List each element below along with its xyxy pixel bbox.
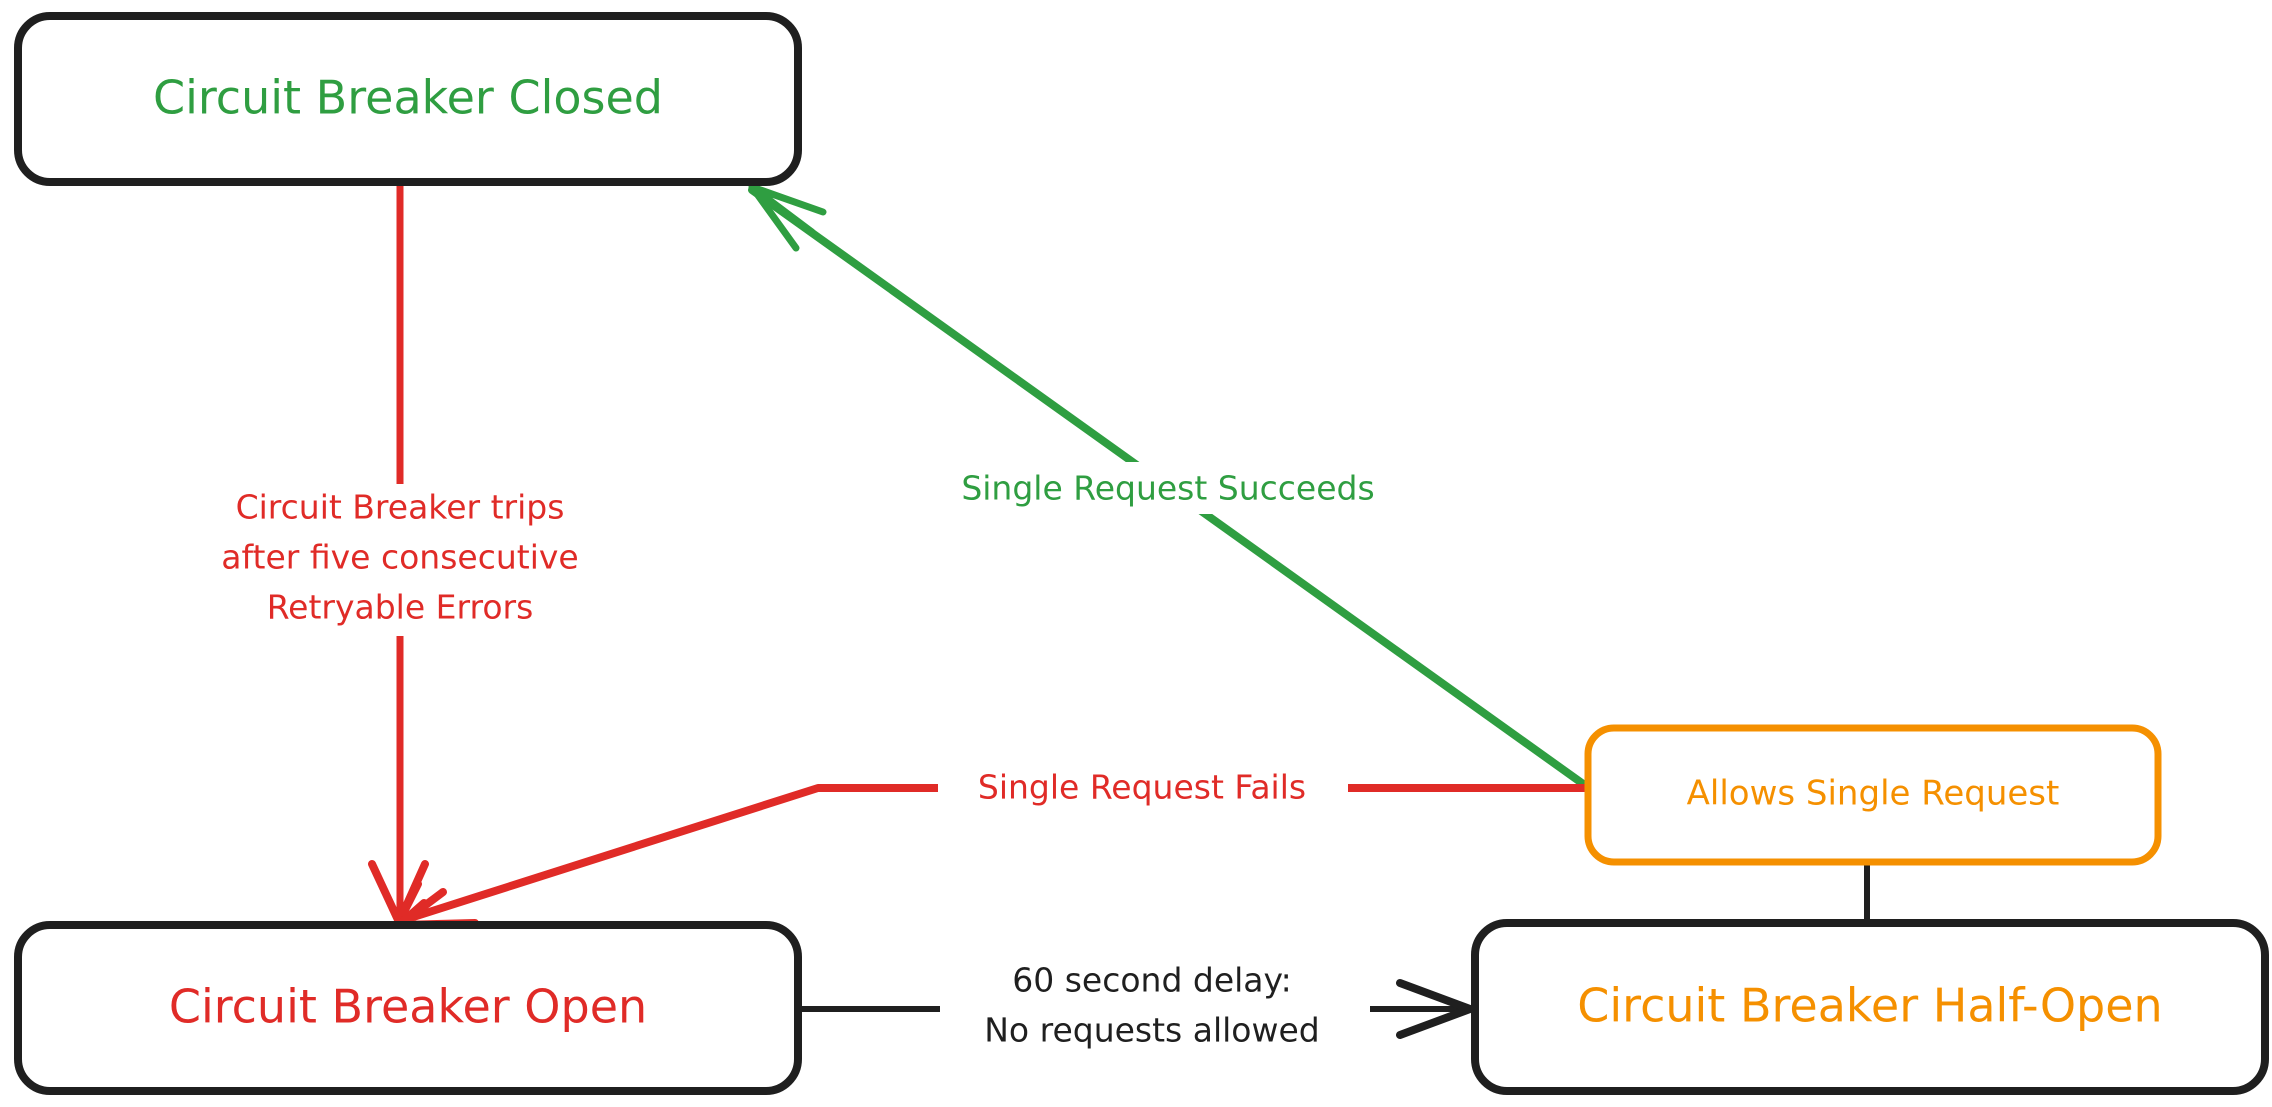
edge-open-to-half-open-arrowhead — [1396, 979, 1474, 1039]
node-circuit-breaker-open-box[interactable] — [14, 921, 802, 1095]
edge-allows-to-closed-arrowhead — [748, 183, 827, 252]
edge-label-open-to-half-open: 60 second delay: No requests allowed — [940, 956, 1370, 1060]
edge-label-open-to-half-open-line2: No requests allowed — [984, 1011, 1319, 1050]
edge-label-allows-to-open: Single Request Fails — [938, 764, 1348, 812]
node-allows-single-request-box[interactable] — [1584, 724, 2162, 866]
node-circuit-breaker-closed-label: Circuit Breaker Closed — [153, 71, 663, 125]
node-allows-single-request[interactable]: Allows Single Request — [1584, 724, 2162, 866]
edge-label-allows-to-closed: Single Request Succeeds — [918, 462, 1418, 514]
node-circuit-breaker-open-label: Circuit Breaker Open — [169, 980, 647, 1034]
edge-label-allows-to-closed-text: Single Request Succeeds — [961, 469, 1374, 508]
edge-label-closed-to-open-line1: Circuit Breaker trips — [236, 488, 565, 527]
edge-label-closed-to-open-bg — [178, 484, 622, 636]
node-circuit-breaker-half-open-label: Circuit Breaker Half-Open — [1577, 979, 2162, 1033]
node-circuit-breaker-open[interactable]: Circuit Breaker Open — [14, 921, 802, 1095]
node-circuit-breaker-half-open-box[interactable] — [1471, 919, 2269, 1095]
node-allows-single-request-label: Allows Single Request — [1687, 774, 2060, 814]
edge-label-open-to-half-open-bg — [940, 956, 1370, 1060]
node-circuit-breaker-half-open[interactable]: Circuit Breaker Half-Open — [1471, 919, 2269, 1095]
edge-label-allows-to-closed-bg — [918, 462, 1418, 514]
node-circuit-breaker-closed[interactable]: Circuit Breaker Closed — [14, 12, 802, 186]
edge-label-allows-to-open-bg — [938, 764, 1348, 812]
node-circuit-breaker-closed-box[interactable] — [14, 12, 802, 186]
edge-label-closed-to-open: Circuit Breaker trips after five consecu… — [178, 484, 622, 636]
edge-label-closed-to-open-line3: Retryable Errors — [267, 588, 534, 627]
edge-closed-to-open-arrowhead — [368, 860, 429, 926]
edge-label-open-to-half-open-line1: 60 second delay: — [1012, 961, 1292, 1000]
edge-label-allows-to-open-text: Single Request Fails — [978, 768, 1306, 807]
edge-label-closed-to-open-line2: after five consecutive — [221, 538, 578, 577]
